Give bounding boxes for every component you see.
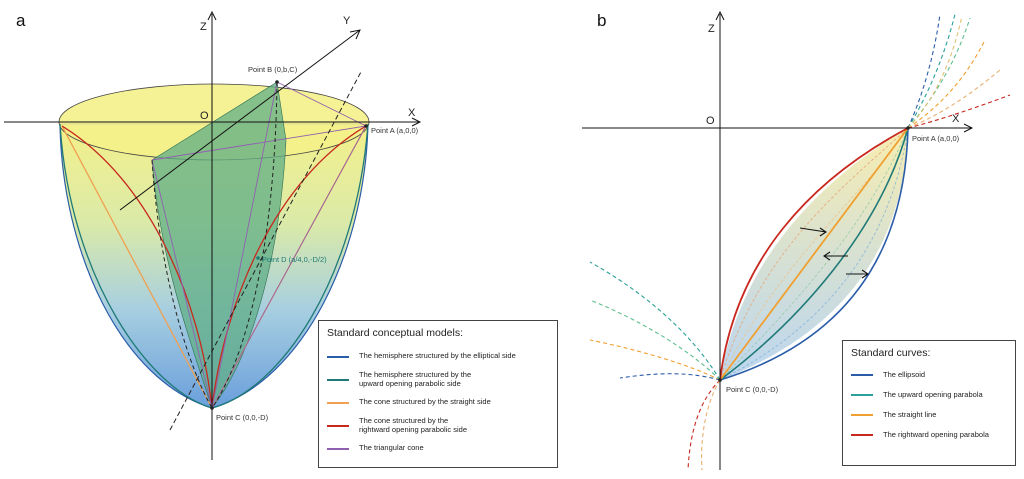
y-axis-label: Y	[343, 15, 351, 27]
dashed-fan-upper	[907, 13, 1011, 129]
point-a-label-b: Point A (a,0,0)	[912, 134, 960, 143]
legend-b-title: Standard curves:	[851, 347, 931, 359]
legend-a-label: The cone structured by the rightward ope…	[359, 416, 467, 434]
x-arrow-icon-b	[963, 123, 974, 133]
y-axis	[119, 29, 361, 211]
legend-b-label: The rightward opening parabola	[883, 429, 989, 439]
straight-line-left	[61, 125, 213, 409]
panel-a-label: a	[16, 11, 26, 30]
legend-a-item: The hemisphere structured by the upward …	[327, 368, 549, 391]
legend-a-item: The hemisphere structured by the ellipti…	[327, 345, 549, 368]
dashed-oblique-line	[169, 69, 363, 431]
ellipsoid-curve	[719, 127, 909, 381]
x-axis-label: X	[408, 107, 416, 119]
arrow-left-icon	[823, 251, 848, 261]
point-c-marker	[210, 406, 214, 410]
arrow-right-icon-2	[846, 269, 869, 279]
legend-a-label: The hemisphere structured by the upward …	[359, 370, 472, 388]
legend-a-label: The hemisphere structured by the ellipti…	[359, 351, 516, 361]
legend-a-swatch	[327, 355, 349, 358]
legend-b-item: The ellipsoid	[851, 365, 1007, 385]
point-c-label-b: Point C (0,0,-D)	[726, 385, 779, 394]
legend-a-items: The hemisphere structured by the ellipti…	[327, 345, 549, 460]
x-arrow-icon	[411, 117, 422, 127]
direction-arrows	[799, 227, 869, 279]
legend-a-label: The triangular cone	[359, 443, 424, 453]
z-axis-label: Z	[200, 21, 207, 33]
legend-b-label: The ellipsoid	[883, 369, 926, 379]
legend-a-title: Standard conceptual models:	[327, 327, 464, 339]
legend-b-swatch	[851, 394, 873, 396]
origin-label: O	[200, 110, 209, 122]
rightward-parabola-right	[211, 125, 367, 409]
legend-a-item: The cone structured by the rightward ope…	[327, 414, 549, 437]
point-a-label: Point A (a,0,0)	[371, 126, 419, 135]
point-b-marker	[275, 80, 279, 84]
upward-parabola-curve	[719, 127, 909, 381]
z-axis-label-b: Z	[708, 23, 715, 35]
point-b-label: Point B (0,b,C)	[248, 65, 298, 74]
arrow-right-icon	[799, 227, 827, 237]
panel-b-label: b	[597, 11, 606, 30]
legend-a: Standard conceptual models: The hemisphe…	[318, 320, 558, 468]
triangular-cone-edges	[151, 81, 367, 409]
legend-b-item: The upward opening parabola	[851, 385, 1007, 405]
point-c-marker-b	[718, 378, 722, 382]
panel-a: a Z Y X O	[4, 10, 422, 460]
upward-parabola-curve-right	[211, 123, 369, 409]
point-d-marker	[256, 256, 260, 260]
origin-label-b: O	[706, 115, 715, 127]
legend-a-swatch	[327, 401, 349, 404]
z-arrow-icon-b	[715, 10, 725, 21]
legend-b-item: The straight line	[851, 405, 1007, 425]
legend-b-swatch	[851, 414, 873, 416]
dashed-fan-lower	[589, 261, 721, 471]
legend-a-swatch	[327, 447, 349, 450]
point-d-label: Point D (a/4,0,-D/2)	[262, 255, 327, 264]
upward-parabola-curve-left	[59, 123, 213, 409]
legend-a-swatch	[327, 378, 349, 381]
rightward-parabola-curve	[719, 127, 909, 381]
straight-line	[719, 127, 909, 381]
dashed-section-curve	[151, 159, 213, 409]
point-c-label: Point C (0,0,-D)	[216, 413, 269, 422]
y-arrow-icon	[349, 29, 361, 40]
x-axis-label-b: X	[952, 113, 960, 125]
legend-a-item: The triangular cone	[327, 437, 549, 460]
legend-b-swatch	[851, 434, 873, 436]
panel-b: b	[582, 10, 1011, 471]
legend-b-label: The straight line	[883, 409, 937, 419]
dashed-section-curve-2	[211, 81, 278, 409]
legend-b-item: The rightward opening parabola	[851, 425, 1007, 445]
legend-a-label: The cone structured by the straight side	[359, 397, 491, 407]
z-arrow-icon	[207, 10, 217, 21]
legend-b-label: The upward opening parabola	[883, 389, 983, 399]
point-a-marker-b	[906, 126, 910, 130]
legend-b-swatch	[851, 374, 873, 376]
legend-a-item: The cone structured by the straight side	[327, 391, 549, 414]
legend-a-swatch	[327, 424, 349, 427]
point-a-marker	[364, 124, 368, 128]
